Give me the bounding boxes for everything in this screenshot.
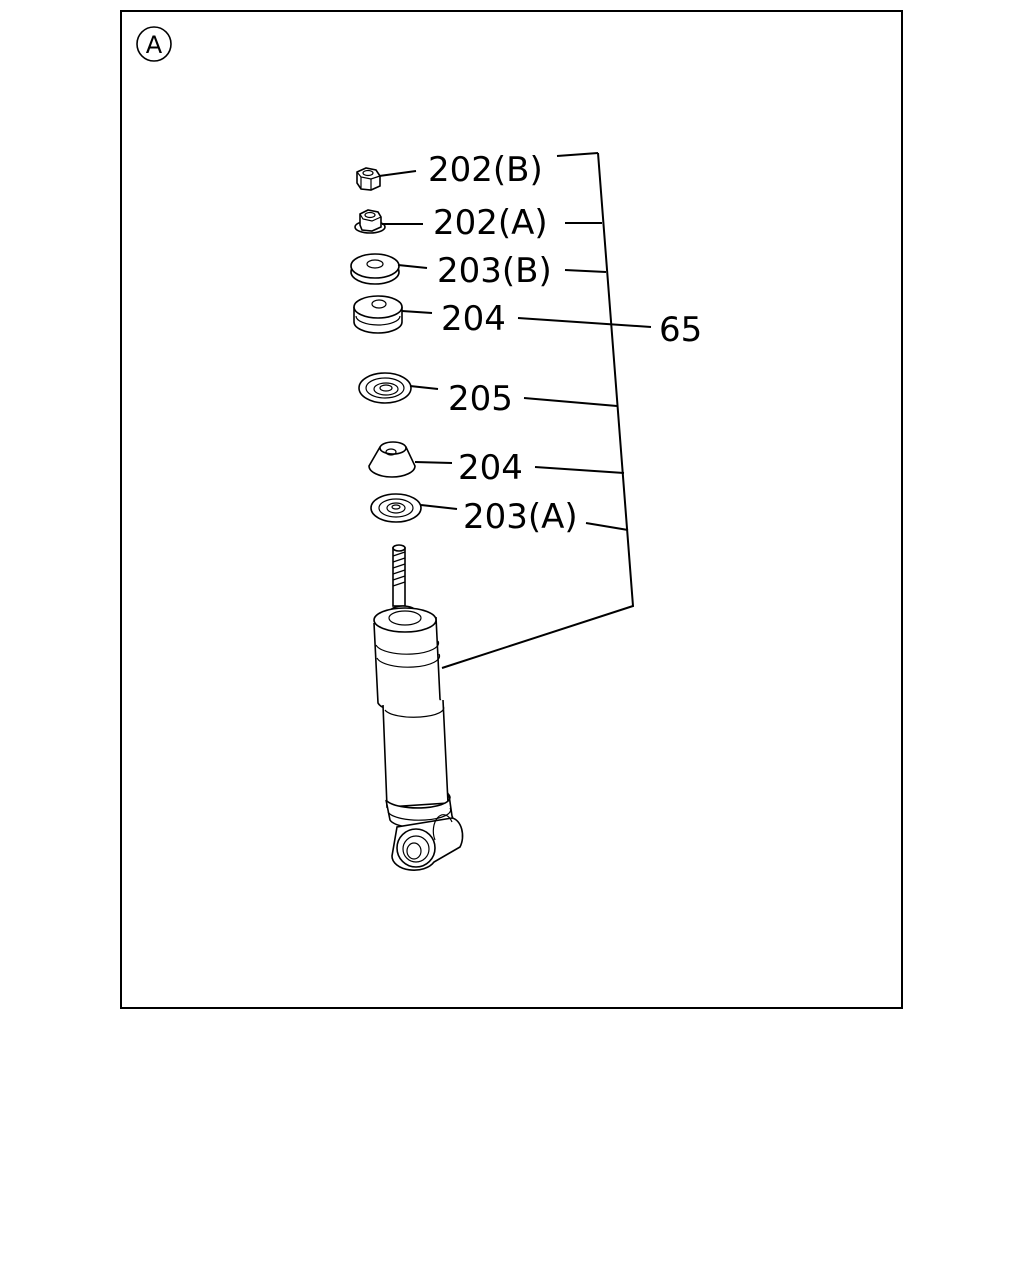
rubber-bushing-icon [368,441,416,478]
diagram-frame [120,10,903,1009]
leader-lines [378,152,652,669]
callout-203b: 203(B) [437,251,552,291]
nut-icon [356,167,381,191]
cup-washer-icon [370,493,422,523]
callout-205: 205 [448,379,513,419]
view-marker-circle [136,26,172,62]
shock-absorber-icon [373,544,464,871]
callout-204-upper: 204 [441,299,506,339]
callout-203a: 203(A) [463,497,578,537]
washer-icon [350,253,400,285]
view-marker-label: A [146,31,163,59]
rubber-bushing-icon [353,295,403,334]
flange-nut-icon [354,209,386,234]
cup-washer-icon [358,372,412,404]
callout-202a: 202(A) [433,203,548,243]
assembly-label: 65 [659,310,702,350]
callout-204-lower: 204 [458,448,523,488]
view-marker: A [136,26,172,62]
callout-202b: 202(B) [428,150,543,190]
